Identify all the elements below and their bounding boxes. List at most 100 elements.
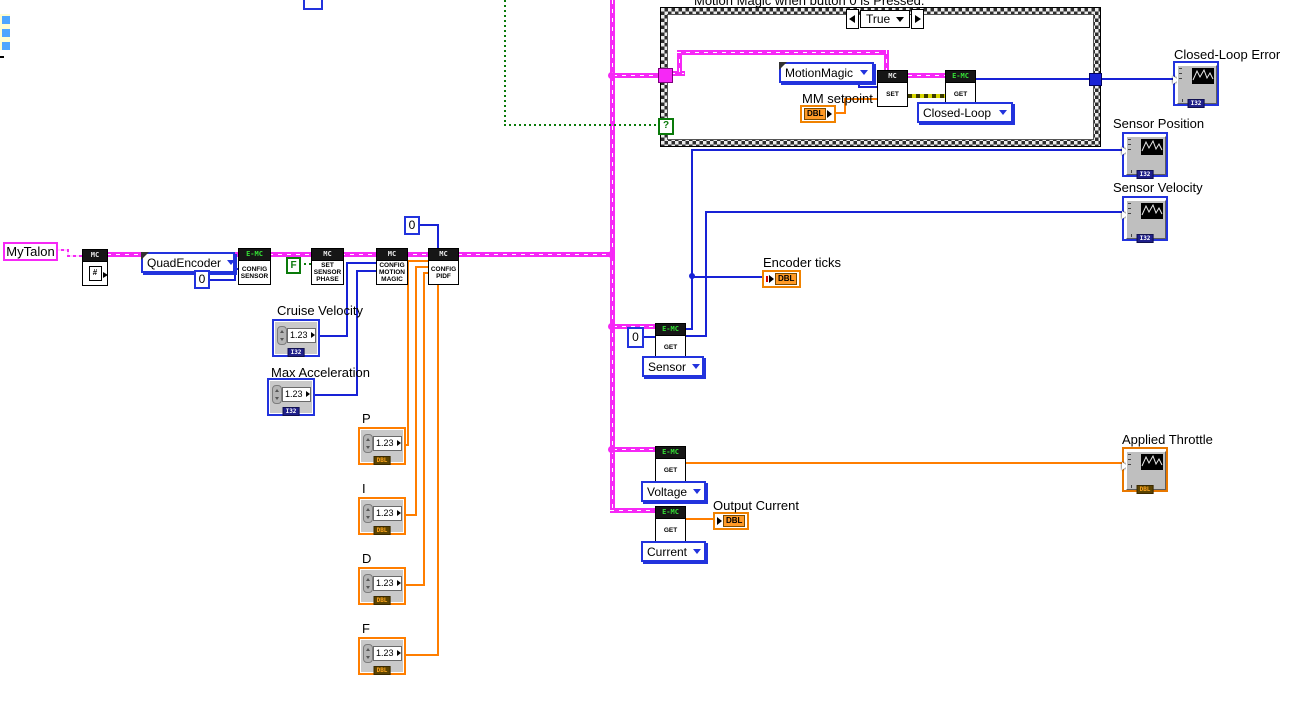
closed-loop-dropdown[interactable]: Closed-Loop [917,102,1013,123]
wire-junction [608,72,615,79]
case-selector[interactable]: True [846,9,925,29]
chart-input-arrow-icon [1122,462,1128,470]
current-value: Current [647,544,688,559]
d-label: D [362,551,372,566]
closed-loop-error-wire [1098,78,1174,80]
i-control[interactable]: 1.23 DBL [358,497,406,535]
block-body: SET [877,83,908,107]
dbl-badge: DBL [804,108,827,120]
my-talon-constant[interactable]: MyTalon [3,242,58,261]
waveform-icon [1141,454,1163,470]
spinner-icon[interactable] [363,574,373,593]
waveform-icon [1141,203,1163,219]
false-const-wire [299,263,312,265]
mm-setpoint-terminal[interactable]: DBL [800,105,837,123]
mm-setpoint-label: MM setpoint [802,91,873,106]
wire-arrow-icon [827,110,833,118]
y-axis-ticks [1128,139,1131,153]
get-sensor-block[interactable]: E-MC GET [655,323,686,360]
numeric-value[interactable]: 1.23 [285,389,303,399]
d-control[interactable]: 1.23 DBL [358,567,406,605]
numeric-value[interactable]: 1.23 [376,438,394,448]
mc-block-header: MC [376,248,408,261]
constant-value: 0 [408,218,416,232]
block-body: GET [655,459,686,483]
numeric-value[interactable]: 1.23 [376,648,394,658]
case-selector-tunnel: ? [658,118,674,135]
closed-loop-error-chart[interactable]: I32 [1173,61,1219,108]
chart-input-arrow-icon [1122,211,1128,219]
output-current-terminal[interactable]: DBL [713,512,750,530]
p-label: P [362,411,371,426]
mc-block-header: MC [877,70,908,83]
wire-junction [689,273,695,279]
closed-loop-error-label: Closed-Loop Error [1174,47,1281,62]
false-boolean-constant[interactable]: F [286,257,301,274]
sensor-velocity-chart[interactable]: I32 [1122,196,1168,243]
type-badge: DBL [373,526,391,535]
d-gain-wire [423,272,425,586]
set-sensor-phase-block[interactable]: MC SET SENSOR PHASE [311,248,344,285]
reference-tunnel [658,68,673,83]
quad-encoder-dropdown[interactable]: QuadEncoder [141,252,236,273]
spinner-icon[interactable] [363,504,373,523]
encoder-index-constant[interactable]: 0 [194,270,210,289]
block-body: SET SENSOR PHASE [311,261,344,285]
get-voltage-block[interactable]: E-MC GET [655,446,686,483]
y-axis-ticks [1128,454,1131,468]
case-ref-wire [884,50,889,72]
numeric-value[interactable]: 1.23 [290,330,308,340]
get-current-block[interactable]: E-MC GET [655,506,686,543]
pidf-slot-constant[interactable]: 0 [404,216,420,235]
config-motion-magic-block[interactable]: MC CONFIG MOTION MAGIC [376,248,408,285]
case-next-icon[interactable] [911,9,925,29]
set-block[interactable]: MC SET [877,70,908,107]
max-acceleration-wire [314,394,358,396]
case-selector-value: True [866,12,891,26]
get-index-constant[interactable]: 0 [627,327,644,348]
f-control[interactable]: 1.23 DBL [358,637,406,675]
sensor-dropdown[interactable]: Sensor [642,356,704,377]
motionmagic-mode-wire [858,86,878,88]
numeric-value[interactable]: 1.23 [376,578,394,588]
voltage-dropdown[interactable]: Voltage [641,481,706,502]
talon-ref-wire [55,249,69,251]
spinner-icon[interactable] [363,644,373,663]
config-pidf-block[interactable]: MC CONFIG PIDF [428,248,459,285]
p-control[interactable]: 1.23 DBL [358,427,406,465]
sensor-position-chart[interactable]: I32 [1122,132,1168,179]
type-badge: I32 [1136,170,1154,179]
chart-frame [1126,136,1166,175]
spinner-icon[interactable] [272,385,282,404]
cruise-velocity-control[interactable]: 1.23 I32 [272,319,320,357]
y-axis-ticks [1128,203,1131,217]
open-motor-controller-block[interactable]: MC # [82,249,108,286]
motor-ref-main-wire [107,252,612,257]
my-talon-label: MyTalon [6,244,55,259]
current-dropdown[interactable]: Current [641,541,706,562]
motionmagic-mode-wire [858,80,860,88]
case-title: Motion Magic when button 0 is Pressed. [694,0,925,8]
config-sensor-block[interactable]: E-MC CONFIG SENSOR [238,248,271,285]
case-prev-icon[interactable] [846,9,859,29]
cruise-velocity-wire [318,335,348,337]
spinner-icon[interactable] [363,434,373,453]
encoder-ticks-terminal[interactable]: DBL [762,270,802,288]
numeric-value[interactable]: 1.23 [376,508,394,518]
increment-arrow-icon [311,332,315,338]
wire-junction [608,251,615,258]
block-body: GET [655,519,686,543]
applied-throttle-chart[interactable]: DBL [1122,447,1168,494]
cruise-velocity-wire [346,262,378,264]
get-index-wire [642,336,656,338]
motor-ref-sensor-branch [613,324,656,329]
encoder-index-wire [234,268,236,281]
button-boolean-wire [504,124,660,126]
motion-magic-mode-dropdown[interactable]: MotionMagic [779,62,874,83]
spinner-icon[interactable] [277,326,287,345]
type-badge: DBL [373,666,391,675]
sensor-velocity-wire [705,211,1124,213]
max-acceleration-control[interactable]: 1.23 I32 [267,378,315,416]
increment-arrow-icon [397,650,401,656]
encoder-index-wire [208,279,236,281]
